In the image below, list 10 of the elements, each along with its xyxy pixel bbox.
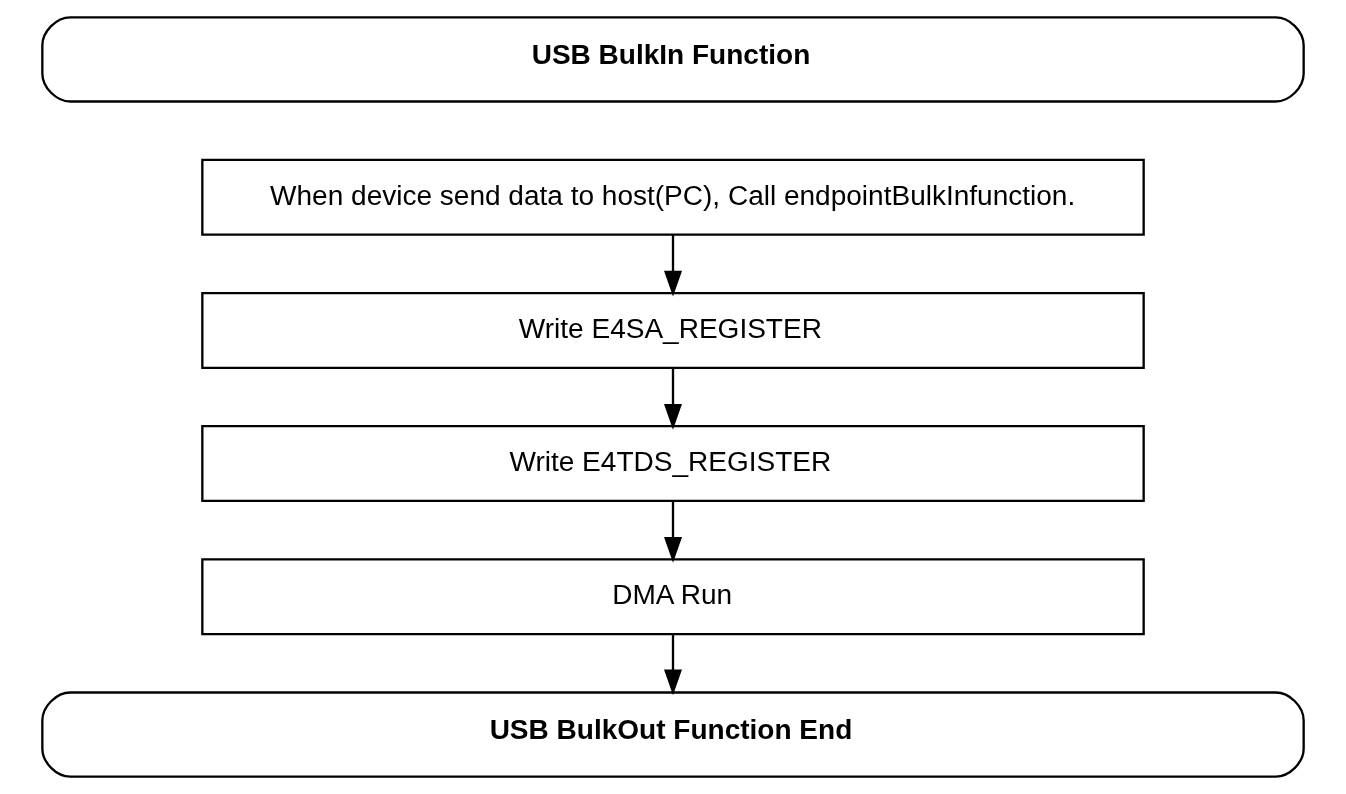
node-box: Write E4SA_REGISTER: [201, 291, 1145, 369]
arrow: [664, 634, 682, 696]
arrow: [664, 367, 682, 430]
node-box: USB BulkIn Function: [41, 16, 1305, 103]
node-box: DMA Run: [201, 558, 1145, 636]
arrow: [664, 501, 682, 563]
node-box: Write E4TDS_REGISTER: [201, 425, 1145, 503]
arrow: [664, 234, 682, 297]
node-box: When device send data to host(PC), Call endpointBulkInfunction.: [201, 158, 1145, 236]
node-box: USB BulkOut Function End: [41, 691, 1305, 778]
